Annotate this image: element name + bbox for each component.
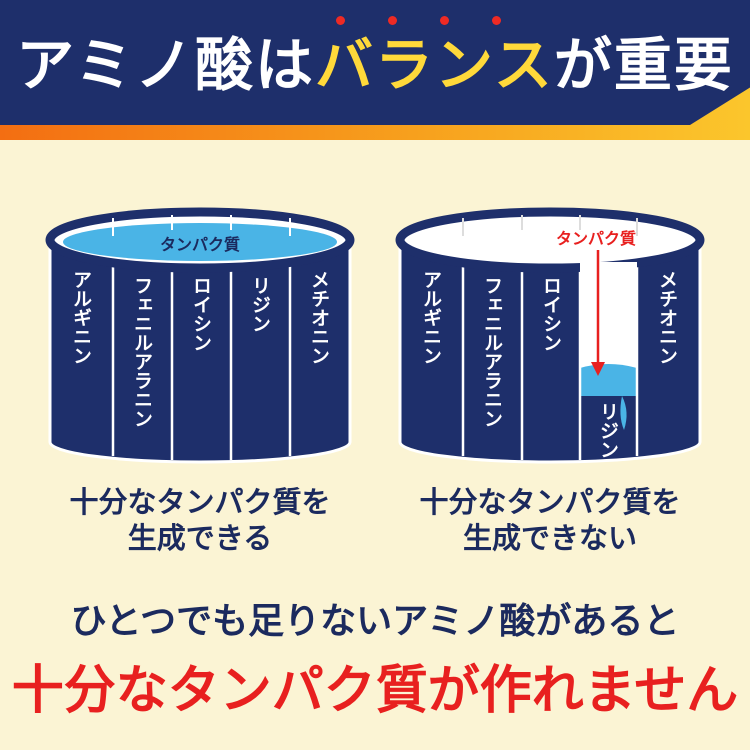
emphasis-dots: [0, 16, 750, 32]
right-barrel-rim: [395, 207, 705, 273]
right-caption-line-2: 生成できない: [462, 521, 637, 555]
header-banner-dark: [0, 0, 750, 125]
footer-line-1: ひとつでも足りないアミノ酸があると: [70, 601, 680, 642]
right-stave-label-2: フェニルアラニン: [481, 276, 503, 428]
title-part-1: アミノ酸は: [16, 31, 315, 99]
water-overflow: [620, 396, 627, 430]
left-stave-label-1: アルギニン: [70, 270, 92, 365]
title-part-2: バランス: [314, 31, 554, 99]
right-rim-gap: [580, 262, 637, 274]
left-surface-label: タンパク質: [160, 235, 240, 254]
left-barrel: タンパク質 アルギニン フェニルアラニン ロイシン リジン メチオニン: [45, 207, 355, 464]
left-stave-label-4: リジン: [249, 276, 271, 333]
footer-line-2: 十分なタンパク質が作れません: [11, 661, 739, 721]
left-barrel-water: [63, 223, 337, 261]
barrel-illustration: タンパク質 アルギニン フェニルアラニン ロイシン リジン メチオニン タンパク…: [45, 207, 705, 464]
page-title: アミノ酸はバランスが重要: [0, 30, 750, 100]
left-stave-label-5: メチオニン: [308, 270, 330, 365]
right-barrel-stave-lines: [461, 245, 639, 460]
downward-arrow-icon: [591, 362, 605, 376]
right-barrel: タンパク質 アルギニン フェニルアラニン ロイシン リジン メチオニン: [395, 207, 705, 464]
right-barrel-inner-lines: [462, 215, 638, 236]
left-caption-line-1: 十分なタンパク質を: [69, 485, 331, 519]
right-stave-label-5: メチオニン: [656, 270, 678, 365]
right-surface-label: タンパク質: [556, 229, 636, 248]
emphasis-dot: [336, 16, 345, 25]
right-caption: 十分なタンパク質を 生成できない: [385, 484, 715, 556]
left-barrel-inner-lines: [112, 215, 291, 236]
right-caption-line-1: 十分なタンパク質を: [419, 485, 681, 519]
left-stave-label-2: フェニルアラニン: [131, 276, 153, 428]
left-barrel-stave-lines: [111, 245, 292, 460]
right-stave-label-1: アルギニン: [420, 270, 442, 365]
header-banner: アミノ酸はバランスが重要: [0, 0, 750, 140]
title-part-3: が重要: [553, 31, 734, 99]
right-stave-label-4: リジン: [597, 402, 619, 459]
left-caption: 十分なタンパク質を 生成できる: [35, 484, 365, 556]
emphasis-dot: [492, 16, 501, 25]
emphasis-dot: [440, 16, 449, 25]
left-barrel-body: [48, 238, 352, 464]
right-stave-label-3: ロイシン: [540, 276, 562, 352]
right-barrel-water-level: [580, 364, 637, 396]
left-stave-label-3: ロイシン: [190, 276, 212, 352]
emphasis-dot: [388, 16, 397, 25]
left-caption-line-2: 生成できる: [127, 521, 273, 555]
